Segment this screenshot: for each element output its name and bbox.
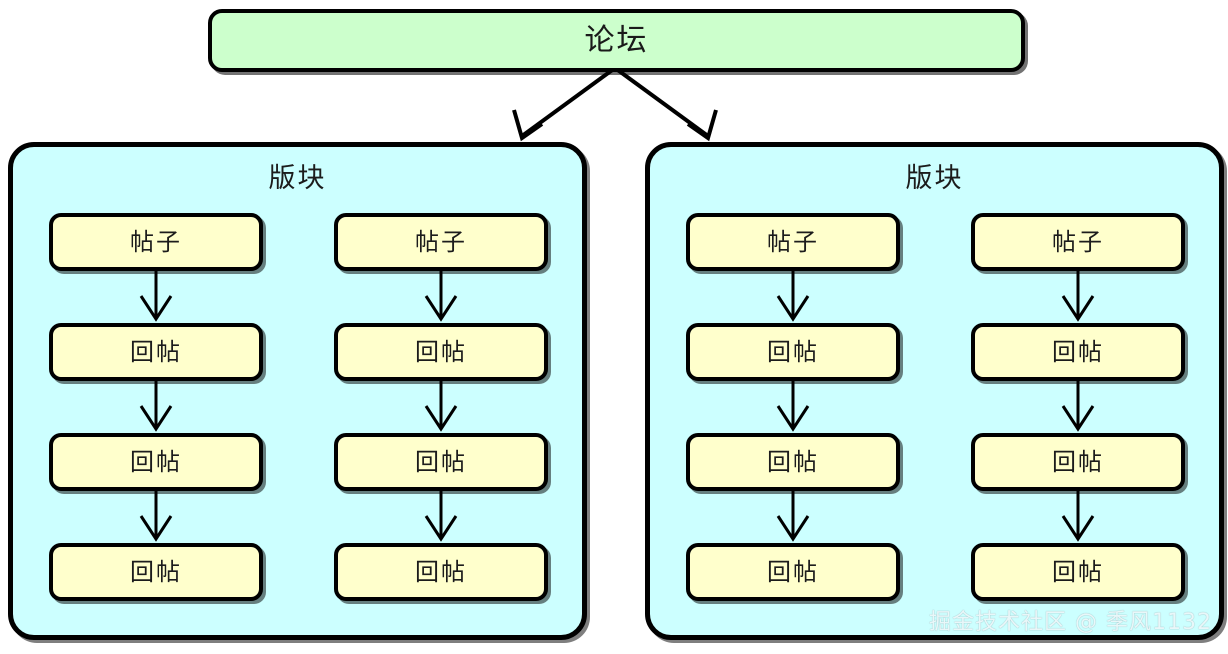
branch-edge-left-line xyxy=(520,68,617,138)
section-1-column-0: 帖子 回帖 回帖 xyxy=(686,213,900,601)
node-label: 回帖 xyxy=(1052,448,1104,476)
section-title-0: 版块 xyxy=(268,163,327,194)
branch-edge-right-line xyxy=(613,68,710,138)
edge-arrowhead xyxy=(1061,405,1095,432)
reply-node: 回帖 xyxy=(971,543,1185,601)
edge-arrowhead xyxy=(1061,295,1095,322)
edge-arrowhead xyxy=(424,405,458,432)
node-label: 回帖 xyxy=(130,338,182,366)
node-label: 回帖 xyxy=(1052,558,1104,586)
section-1-column-1: 帖子 回帖 回帖 xyxy=(971,213,1185,601)
edge-arrow xyxy=(49,271,263,323)
node-label: 帖子 xyxy=(415,228,467,256)
reply-node: 回帖 xyxy=(686,323,900,381)
branch-edge-right-arrowhead xyxy=(686,109,718,142)
reply-node: 回帖 xyxy=(334,543,548,601)
edge-arrow xyxy=(334,271,548,323)
edge-arrow xyxy=(971,381,1185,433)
section-title-1: 版块 xyxy=(905,163,964,194)
section-0-column-0: 帖子 回帖 回帖 xyxy=(49,213,263,601)
edge-arrowhead xyxy=(139,405,173,432)
edge-arrow xyxy=(686,271,900,323)
reply-node: 回帖 xyxy=(686,543,900,601)
edge-arrowhead xyxy=(776,515,810,542)
edge-arrow xyxy=(971,491,1185,543)
edge-arrow xyxy=(334,381,548,433)
edge-arrowhead xyxy=(1061,515,1095,542)
node-label: 回帖 xyxy=(415,338,467,366)
branch-edge-left-arrowhead xyxy=(512,109,544,142)
section-0-column-1: 帖子 回帖 回帖 xyxy=(334,213,548,601)
node-label: 回帖 xyxy=(415,558,467,586)
node-label: 回帖 xyxy=(415,448,467,476)
node-label: 回帖 xyxy=(767,558,819,586)
reply-node: 回帖 xyxy=(49,433,263,491)
reply-node: 回帖 xyxy=(686,433,900,491)
post-node: 帖子 xyxy=(971,213,1185,271)
node-label: 回帖 xyxy=(130,448,182,476)
edge-arrowhead xyxy=(139,515,173,542)
node-label: 回帖 xyxy=(767,448,819,476)
node-label: 帖子 xyxy=(767,228,819,256)
edge-arrowhead xyxy=(776,405,810,432)
edge-arrow xyxy=(686,381,900,433)
reply-node: 回帖 xyxy=(334,433,548,491)
section-node-0: 版块 帖子 回帖 回帖 xyxy=(8,142,587,640)
post-node: 帖子 xyxy=(686,213,900,271)
edge-arrow xyxy=(334,491,548,543)
post-node: 帖子 xyxy=(334,213,548,271)
node-label: 帖子 xyxy=(1052,228,1104,256)
edge-arrow xyxy=(971,271,1185,323)
edge-arrowhead xyxy=(139,295,173,322)
edge-arrowhead xyxy=(776,295,810,322)
edge-arrow xyxy=(686,491,900,543)
forum-node-label: 论坛 xyxy=(584,22,649,58)
reply-node: 回帖 xyxy=(49,543,263,601)
node-label: 帖子 xyxy=(130,228,182,256)
reply-node: 回帖 xyxy=(971,433,1185,491)
branch-arrows-svg xyxy=(512,68,718,142)
section-node-1: 版块 帖子 回帖 回帖 xyxy=(645,142,1224,640)
reply-node: 回帖 xyxy=(49,323,263,381)
node-label: 回帖 xyxy=(1052,338,1104,366)
edge-arrow xyxy=(49,381,263,433)
edge-arrowhead xyxy=(424,515,458,542)
node-label: 回帖 xyxy=(130,558,182,586)
forum-node: 论坛 xyxy=(208,9,1025,72)
node-label: 回帖 xyxy=(767,338,819,366)
edge-arrow xyxy=(49,491,263,543)
reply-node: 回帖 xyxy=(334,323,548,381)
post-node: 帖子 xyxy=(49,213,263,271)
reply-node: 回帖 xyxy=(971,323,1185,381)
branch-arrows xyxy=(480,68,750,148)
edge-arrowhead xyxy=(424,295,458,322)
